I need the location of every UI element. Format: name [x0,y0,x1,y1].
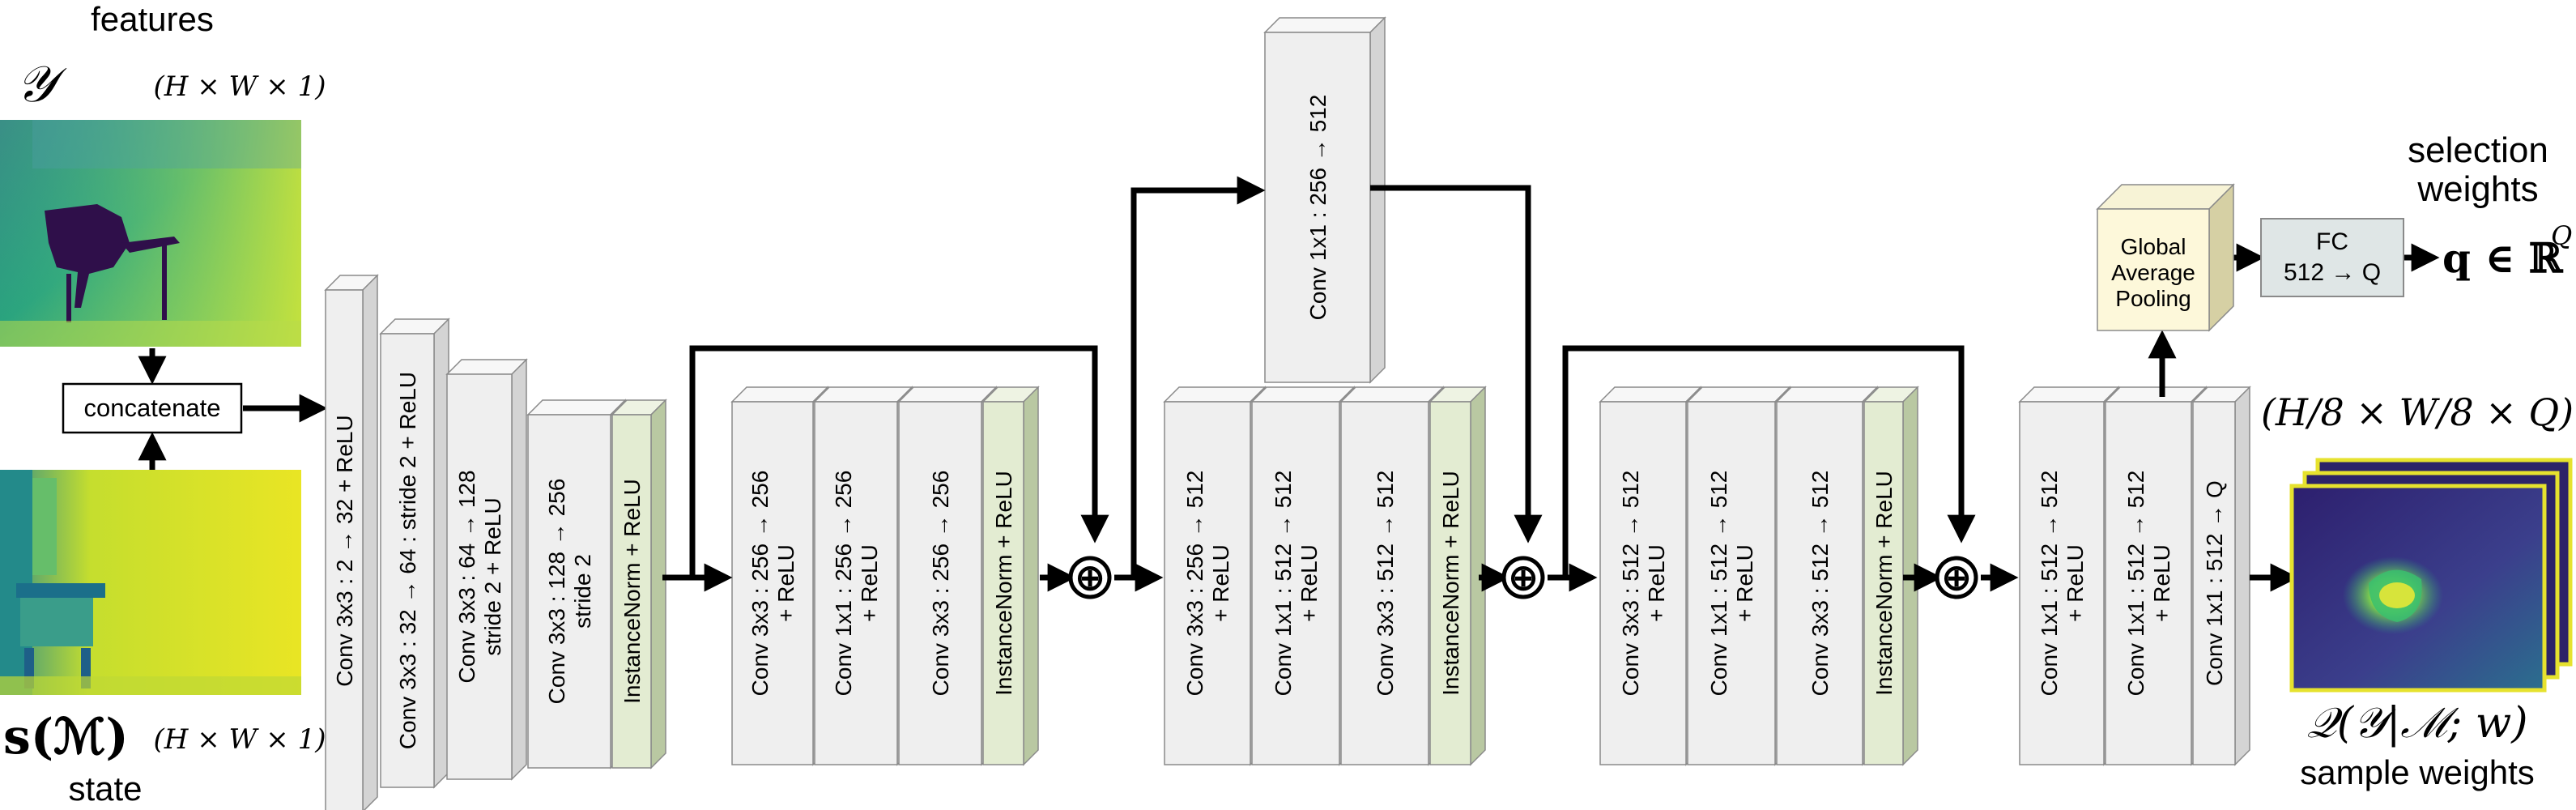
stage4-layer-1: Conv 3x3 : 512 → 512+ ReLU [1599,386,1702,766]
features-symbol: 𝒴 [16,54,67,113]
features-dims: (H × W × 1) [154,70,326,103]
state-label: state [68,770,142,808]
selection-superscript: Q [2551,220,2572,251]
sample-weights-label: sample weights [2300,753,2534,791]
skip-projection-block: Conv 1x1 : 256 → 512 [1263,16,1386,384]
features-label: features [91,0,214,38]
stage1-layer-4-label-0: Conv 3x3 : 128 → 256 [544,479,569,705]
head-layer-2-label-1: + ReLU [2149,544,2174,622]
stage3-layer-2-label-1: + ReLU [1297,544,1322,622]
stage4-layer-2-label-1: + ReLU [1732,544,1757,622]
stage3-layer-4: InstanceNorm + ReLU [1429,386,1487,766]
stage1-layer-5-label-0: InstanceNorm + ReLU [620,479,645,704]
stage4-layer-1-label-1: + ReLU [1644,544,1669,622]
svg-text:⊕: ⊕ [1075,558,1105,598]
head-layer-3-label-0: Conv 1x1 : 512 → Q [2202,480,2227,686]
sample-dims: (H/8 × W/8 × Q) [2261,390,2574,434]
stage1-layer-2-label-0: Conv 3x3 : 32 → 64 : stride 2 + ReLU [395,372,420,749]
stage4-layer-3-label-0: Conv 3x3 : 512 → 512 [1807,471,1833,697]
stage4-layer-3: Conv 3x3 : 512 → 512 [1775,386,1879,766]
stage2-layer-3-label-0: Conv 3x3 : 256 → 256 [928,471,953,697]
stage3-layer-2-label-0: Conv 1x1 : 512 → 512 [1271,471,1296,697]
concatenate-box [62,382,243,434]
gap-line-1: Global [2121,234,2186,259]
stage4-layer-1-label-0: Conv 3x3 : 512 → 512 [1618,471,1643,697]
stage1-layer-3-label-1: stride 2 + ReLU [480,497,505,655]
head-layer-3: Conv 1x1 : 512 → Q [2191,386,2251,766]
fc-line-1: FC [2316,228,2348,255]
stage4-layer-2: Conv 1x1 : 512 → 512+ ReLU [1686,386,1791,766]
stage3-layer-4-label-0: InstanceNorm + ReLU [1438,471,1463,696]
sum-node-1: ⊕ [1068,556,1112,599]
state-symbol: s(ℳ) [3,709,129,765]
state-dims: (H × W × 1) [154,723,326,756]
fc-block: FC 512 → Q [2260,218,2404,297]
features-image [0,120,301,347]
stage2-layer-1: Conv 3x3 : 256 → 256+ ReLU [730,386,829,766]
stage3-layer-1-label-0: Conv 3x3 : 256 → 512 [1182,471,1207,697]
stage1-layer-2: Conv 3x3 : 32 → 64 : stride 2 + ReLU [379,318,450,789]
head-layer-1-label-0: Conv 1x1 : 512 → 512 [2037,471,2062,697]
svg-text:⊕: ⊕ [1942,558,1972,598]
head-layer-1: Conv 1x1 : 512 → 512+ ReLU [2018,386,2120,766]
input-arrows [138,348,328,470]
stage1-layer-4-label-1: stride 2 [570,554,595,629]
stage2-layer-2-label-0: Conv 1x1 : 256 → 256 [831,471,856,697]
concatenate-label: concatenate [84,394,221,422]
stage4-layer-4-label-0: InstanceNorm + ReLU [1871,471,1897,696]
selection-symbol: q ∈ ℝ [2442,234,2564,282]
state-image [0,470,301,695]
sum-node-3: ⊕ [1935,556,1978,599]
stage2-layer-4: InstanceNorm + ReLU [981,386,1040,766]
stage3-layer-2: Conv 1x1 : 512 → 512+ ReLU [1250,386,1356,766]
stage1-layer-3-label-0: Conv 3x3 : 64 → 128 [454,470,479,683]
fc-line-2: 512 → Q [2284,259,2381,286]
sample-weights-image [2289,458,2573,693]
skip-projection-block-label-0: Conv 1x1 : 256 → 512 [1305,95,1331,321]
stage3-layer-1-label-1: + ReLU [1208,544,1233,622]
svg-text:⊕: ⊕ [1509,558,1539,598]
stage1-layer-1-label-0: Conv 3x3 : 2 → 32 + ReLU [332,415,357,686]
sample-symbol: 𝒬(𝒴|ℳ; w) [2307,699,2528,748]
stage2-layer-1-label-1: + ReLU [773,544,798,622]
stage3-layer-3-label-0: Conv 3x3 : 512 → 512 [1373,471,1398,697]
stage2-layer-1-label-0: Conv 3x3 : 256 → 256 [747,471,773,697]
stage2-layer-2-label-1: + ReLU [857,544,882,622]
head-layer-2: Conv 1x1 : 512 → 512+ ReLU [2104,386,2208,766]
stage2-layer-2: Conv 1x1 : 256 → 256+ ReLU [813,386,913,766]
selection-title-line-1: selection [2408,130,2548,170]
stage3-layer-3: Conv 3x3 : 512 → 512 [1339,386,1445,766]
global-average-pooling-block: Global Average Pooling [2096,183,2235,332]
stage4-layer-2-label-0: Conv 1x1 : 512 → 512 [1706,471,1731,697]
selection-title-line-2: weights [2416,169,2538,209]
stage1-layer-5: InstanceNorm + ReLU [611,399,667,770]
head-layer-1-label-1: + ReLU [2063,544,2088,622]
gap-line-2: Average [2111,260,2195,285]
connection-arrows [662,176,2440,592]
stage2-layer-3: Conv 3x3 : 256 → 256 [897,386,998,766]
gap-line-3: Pooling [2115,286,2191,311]
sum-node-2: ⊕ [1501,556,1545,599]
layer-blocks: Conv 3x3 : 2 → 32 + ReLU Conv 3x3 : 32 → … [324,16,2251,810]
stage3-layer-1: Conv 3x3 : 256 → 512+ ReLU [1163,386,1267,766]
head-layer-2-label-0: Conv 1x1 : 512 → 512 [2123,471,2148,697]
stage2-layer-4-label-0: InstanceNorm + ReLU [991,471,1016,696]
stage1-layer-1: Conv 3x3 : 2 → 32 + ReLU [324,274,379,810]
